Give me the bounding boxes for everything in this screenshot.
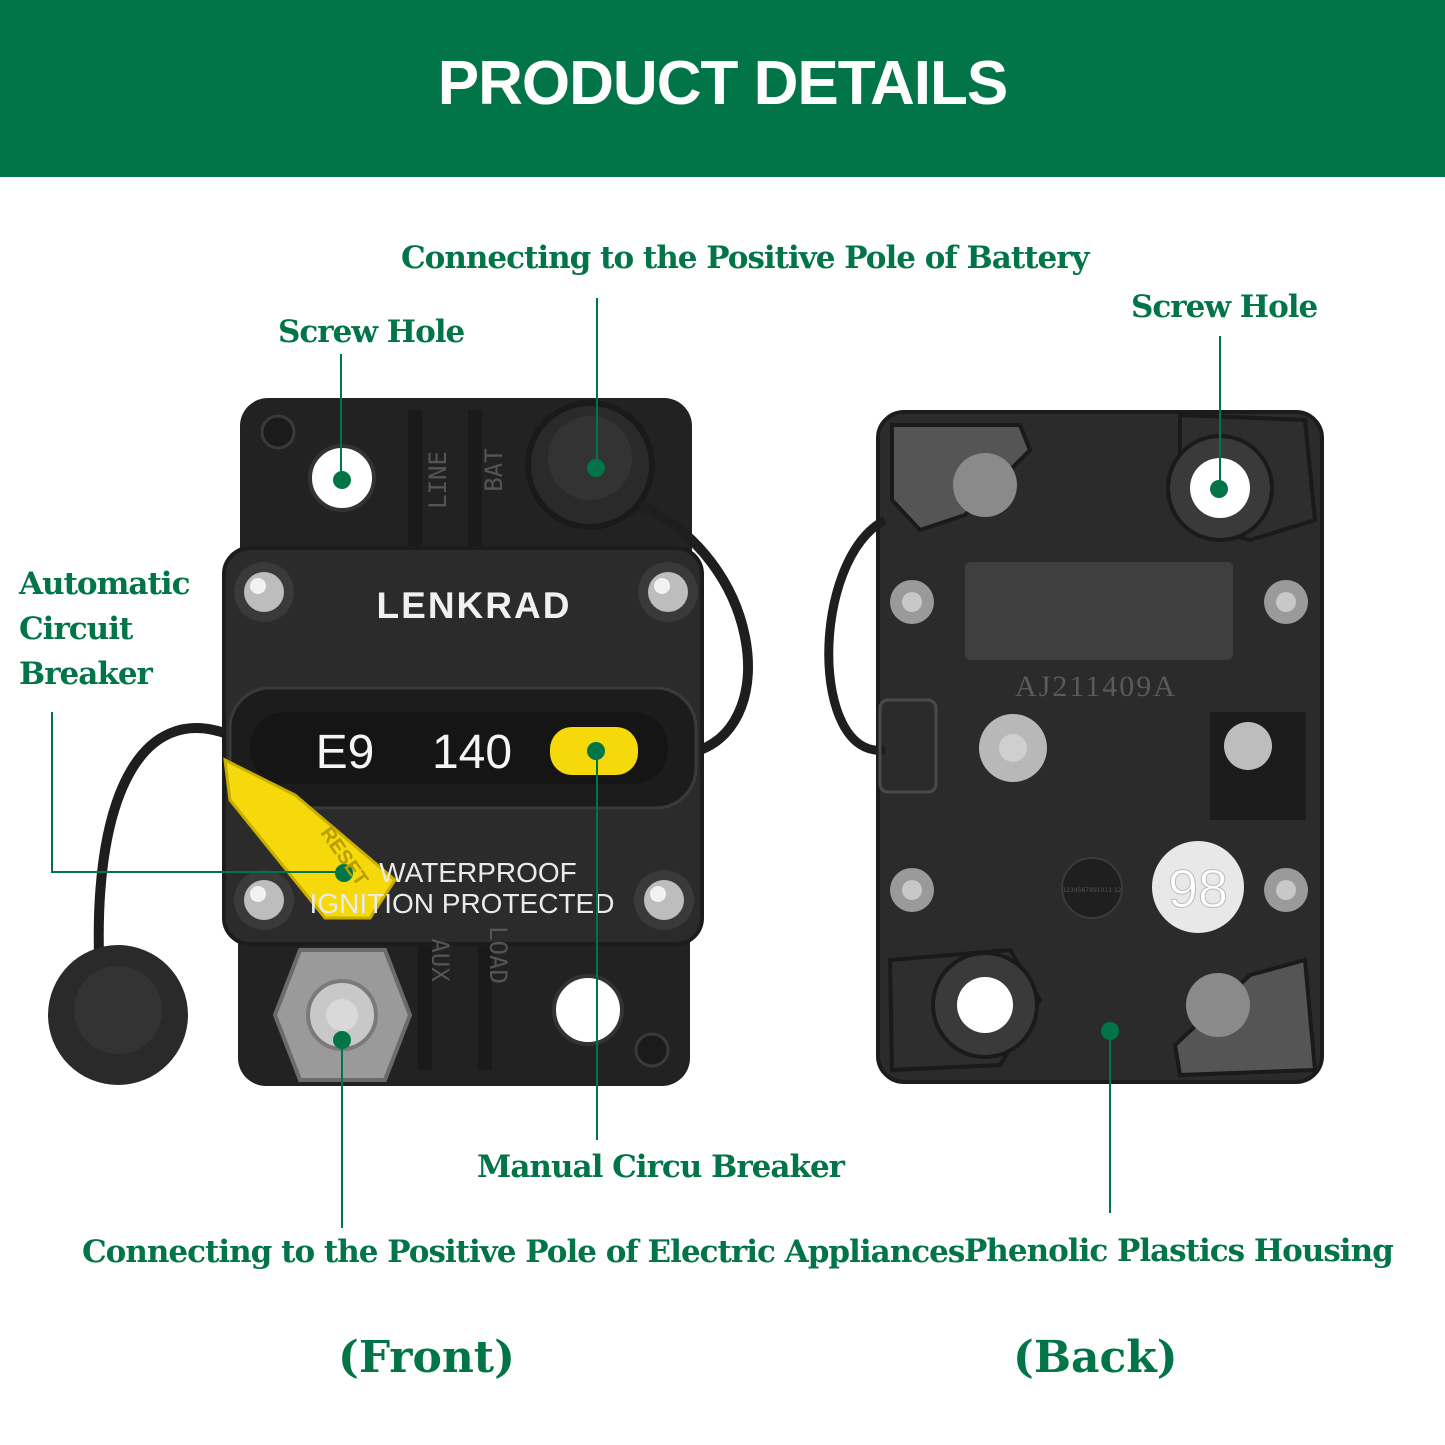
reset-lever[interactable] xyxy=(223,757,397,920)
callout-screw-hole-back: Screw Hole xyxy=(1131,289,1318,325)
front-amperage: 140 xyxy=(432,726,512,779)
callout-screw-hole-front: Screw Hole xyxy=(278,314,465,350)
number-badge-circle xyxy=(1152,841,1244,933)
callout-auto-breaker-line3: Breaker xyxy=(19,655,153,692)
callout-auto-breaker-line1: Automatic xyxy=(19,566,190,602)
face-screws xyxy=(234,562,698,930)
cable-right xyxy=(637,500,753,755)
front-label-line2: IGNITION PROTECTED xyxy=(310,888,615,919)
callout-lines xyxy=(51,298,1221,1228)
caption-front: (Front) xyxy=(338,1332,515,1383)
banner: PRODUCT DETAILS xyxy=(0,0,1445,177)
caption-back: (Back) xyxy=(1013,1332,1178,1383)
callout-battery-pole: Connecting to the Positive Pole of Batte… xyxy=(401,240,1090,276)
back-date-dial-text: 1234567891011 12 xyxy=(1062,887,1121,894)
callout-appliances-pole: Connecting to the Positive Pole of Elect… xyxy=(82,1234,965,1270)
terminal-line-label: LINE xyxy=(424,451,452,509)
front-label-line1: WATERPROOF xyxy=(379,857,577,888)
front-load-hole xyxy=(552,974,624,1046)
terminal-load-label: LOAD xyxy=(484,926,512,984)
back-cable xyxy=(824,516,888,755)
back-label-plate xyxy=(965,562,1233,660)
cable-left xyxy=(93,723,232,981)
callout-auto-breaker: Automatic Circuit Breaker xyxy=(19,562,190,697)
back-number-badge: 98 xyxy=(1168,859,1228,919)
front-model-code: E9 xyxy=(316,726,375,779)
callout-housing: Phenolic Plastics Housing xyxy=(964,1233,1394,1269)
date-dial xyxy=(1061,857,1123,919)
back-rivets xyxy=(890,580,1308,912)
callout-manual-breaker: Manual Circu Breaker xyxy=(477,1149,845,1185)
front-breaker xyxy=(48,398,753,1086)
back-breaker xyxy=(824,410,1324,1084)
terminal-bat-label: BAT xyxy=(480,448,508,491)
terminal-aux-label: AUX xyxy=(426,938,454,982)
front-brand: LENKRAD xyxy=(377,585,572,626)
back-serial: AJ211409A xyxy=(1015,670,1177,703)
callout-auto-breaker-line2: Circuit xyxy=(19,610,133,647)
banner-title: PRODUCT DETAILS xyxy=(437,49,1008,118)
